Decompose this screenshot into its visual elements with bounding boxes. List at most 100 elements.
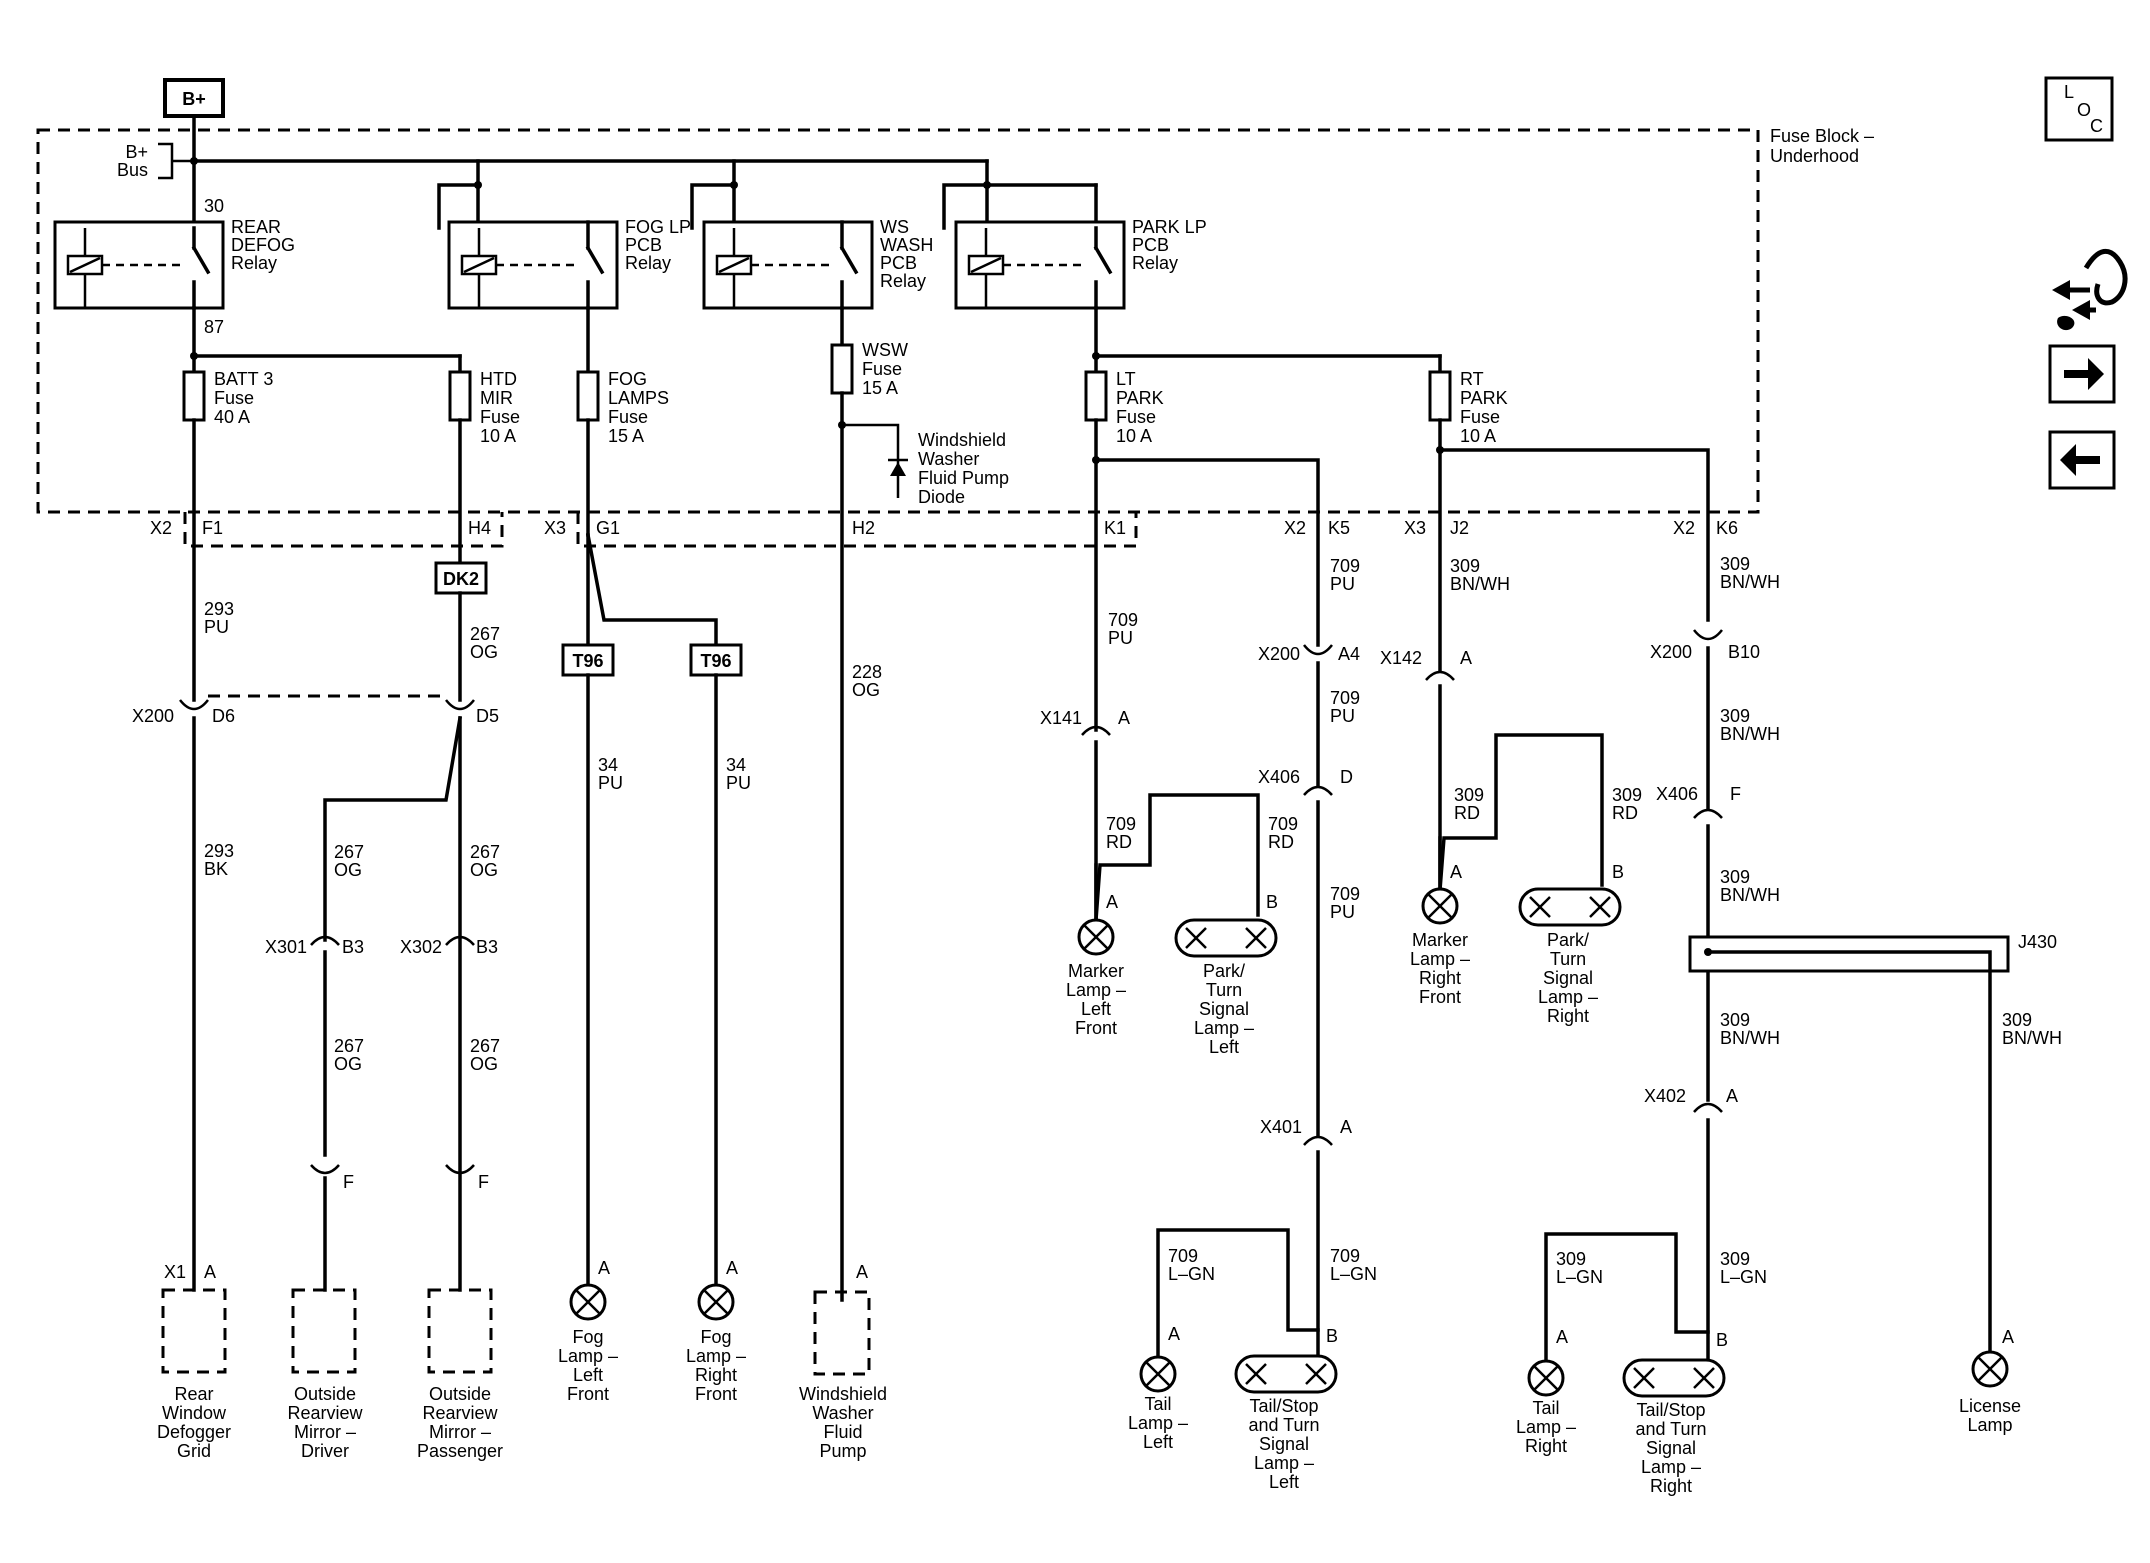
pin-a-x402: A [1726,1086,1738,1106]
svg-text:L: L [2064,82,2074,102]
pin-k1: K1 [1104,518,1126,538]
pin-a-tail-right: A [1556,1327,1568,1347]
mirror-passenger [427,1288,493,1374]
bus-label: B+Bus [117,142,148,180]
svg-text:C: C [2090,116,2103,136]
component-view-icon[interactable] [2052,249,2128,331]
pin-b3-x302: B3 [476,937,498,957]
conn-x3-left: X3 [544,518,566,538]
pin-h4: H4 [468,518,491,538]
location-icon[interactable]: L O C [2044,76,2114,142]
pin-a-marker-left: A [1106,892,1118,912]
j430-splice-pack [1688,935,2010,973]
pin-87-label: 87 [204,317,224,337]
next-page-icon[interactable] [2048,344,2116,404]
svg-text:O: O [2077,100,2091,120]
rear-defog-relay [53,220,225,310]
tail-lamp-left [1139,1355,1177,1393]
dk2-label: DK2 [443,569,479,589]
x200-label-right: X200 [1650,642,1692,662]
pin-d: D [1340,767,1353,787]
t96-left-label: T96 [572,651,603,671]
previous-page-icon[interactable] [2048,430,2116,490]
pin-g1: G1 [596,518,620,538]
x406-label-right: X406 [1656,784,1698,804]
t96-splice-left [561,643,615,677]
conn-x2-left: X2 [150,518,172,538]
conn-x2-mid: X2 [1284,518,1306,538]
pin-b-park-right: B [1612,862,1624,882]
ws-wash-relay [702,220,874,310]
b-plus-label: B+ [182,89,206,109]
pin-a-x401: A [1340,1117,1352,1137]
pin-h2: H2 [852,518,875,538]
x302-label: X302 [400,937,442,957]
wsw-fuse [830,343,854,395]
pin-a-license: A [2002,1327,2014,1347]
x406-label-left: X406 [1258,767,1300,787]
pin-a-tail-left: A [1168,1324,1180,1344]
pin-b-tailstop-right: B [1716,1330,1728,1350]
x200-label-mid: X200 [1258,644,1300,664]
pin-b-tailstop-left: B [1326,1326,1338,1346]
mirror-driver [291,1288,357,1374]
pin-b10: B10 [1728,642,1760,662]
pin-a-washer: A [856,1262,868,1282]
x402-label: X402 [1644,1086,1686,1106]
x142-label: X142 [1380,648,1422,668]
x200-label: X200 [132,706,174,726]
fog-lp-relay [447,220,619,310]
fog-lamp-left [569,1283,607,1321]
x301-label: X301 [265,937,307,957]
j430-label: J430 [2018,932,2057,952]
pin-a-fog-left: A [598,1258,610,1278]
tail-lamp-right [1527,1359,1565,1397]
conn-x2-right: X2 [1673,518,1695,538]
pin-f-driver: F [343,1172,354,1192]
pin-b3-x301: B3 [342,937,364,957]
t96-right-label: T96 [700,651,731,671]
washer-pump-diode [888,458,908,476]
license-lamp [1971,1350,2009,1388]
tail-stop-turn-lamp-right [1622,1358,1726,1398]
pin-j2: J2 [1450,518,1469,538]
pin-k5: K5 [1328,518,1350,538]
pin-f1: F1 [202,518,223,538]
batt3-fuse [182,370,206,422]
marker-lamp-right-front [1421,887,1459,925]
pin-f-x406: F [1730,784,1741,804]
t96-splice-right [689,643,743,677]
pin-b-park-left: B [1266,892,1278,912]
